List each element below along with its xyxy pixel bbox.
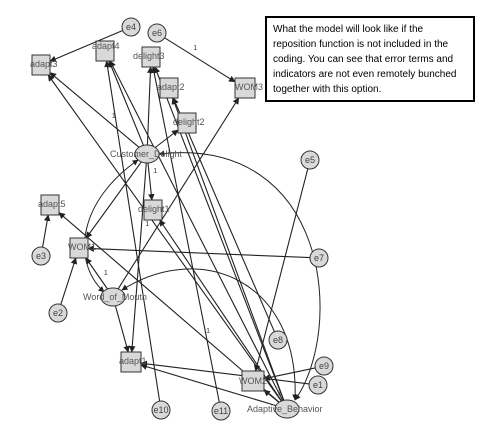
indicator-label: adapt1 <box>119 356 147 366</box>
error-term-e9 <box>314 356 334 376</box>
path-customer_delight-to-adapt1 <box>128 162 147 353</box>
error-term-e1 <box>308 375 328 395</box>
indicator-box-delight3 <box>141 46 161 68</box>
error-term-e11 <box>211 401 231 421</box>
indicator-box-delight2 <box>177 112 197 134</box>
indicator-box-adapt4 <box>95 40 115 62</box>
covariance-delight-adaptive <box>158 150 321 401</box>
path-weight-label: 1 <box>206 328 210 335</box>
path-adaptive_behavior-to-adapt2 <box>171 97 285 401</box>
error-term-label: e5 <box>305 155 315 165</box>
indicator-box-delight1 <box>143 199 163 221</box>
path-adaptive_behavior-to-adapt1 <box>140 363 277 407</box>
path-word_of_mouth-to-adapt1 <box>114 305 130 353</box>
error-term-label: e1 <box>313 380 323 390</box>
indicator-label: adapt4 <box>92 41 120 51</box>
indicator-label: delight3 <box>133 51 165 61</box>
path-e9-to-wom2 <box>263 367 316 381</box>
indicator-label: WOM3 <box>235 82 263 92</box>
indicator-label: adapt3 <box>30 59 58 69</box>
indicator-label: delight2 <box>173 117 205 127</box>
latent-word-of-mouth <box>100 287 126 307</box>
indicator-box-adapt2 <box>159 77 179 99</box>
latent-customer-delight <box>134 144 160 164</box>
path-weight-label: 1 <box>193 45 197 52</box>
error-term-label: e4 <box>126 22 136 32</box>
error-term-e8 <box>268 330 288 350</box>
path-adaptive_behavior-to-adapt4 <box>109 60 284 401</box>
indicator-label: WOM1 <box>68 242 96 252</box>
error-term-label: e6 <box>152 28 162 38</box>
error-term-label: e7 <box>314 253 324 263</box>
path-e5-to-wom2 <box>253 168 309 372</box>
error-term-e3 <box>31 246 51 266</box>
path-e3-to-adapt5 <box>42 214 51 248</box>
path-weight-label: 1 <box>145 221 149 228</box>
path-weight-label: 1 <box>278 390 282 397</box>
path-customer_delight-to-adapt3a <box>49 72 140 148</box>
path-e2-to-wom1 <box>60 257 78 305</box>
indicator-box-adapt5 <box>40 194 60 216</box>
error-term-label: e2 <box>53 308 63 318</box>
latent-label: Adaptive_Behavior <box>247 404 323 414</box>
path-e7-to-wom1 <box>87 245 311 259</box>
indicator-label: adapt2 <box>157 82 185 92</box>
error-term-e2 <box>48 303 68 323</box>
latent-adaptive-behavior <box>274 399 300 419</box>
error-term-label: e10 <box>153 405 168 415</box>
error-term-e6 <box>147 23 167 43</box>
path-adaptive_behavior-to-wom2 <box>263 389 280 403</box>
indicator-label: adapt5 <box>38 199 66 209</box>
path-e8-to-adapt2 <box>172 97 275 332</box>
path-e6-to-wom3 <box>164 37 236 83</box>
error-term-label: e3 <box>36 251 46 261</box>
error-term-e7 <box>309 248 329 268</box>
error-term-e10 <box>151 400 171 420</box>
path-labels-layer: 1 1 1 1 1 1 1 <box>104 45 282 397</box>
covariance-delight-wom <box>84 159 139 293</box>
indicator-box-wom1 <box>69 237 89 259</box>
path-adaptive_behavior-to-adapt3a <box>47 74 282 402</box>
error-term-e4 <box>121 17 141 37</box>
error-term-label: e8 <box>273 335 283 345</box>
path-e11-to-delight3 <box>150 66 220 403</box>
indicator-box-adapt1 <box>120 351 142 373</box>
indicator-label: WOM2 <box>239 376 267 386</box>
path-e4-to-adapt3a <box>49 29 123 62</box>
path-word_of_mouth-to-wom1 <box>85 257 108 290</box>
latent-label: Customer_Delight <box>110 149 183 159</box>
path-weight-label: 1 <box>104 270 108 277</box>
path-customer_delight-to-adapt4 <box>108 60 145 146</box>
path-customer_delight-to-delight1 <box>147 162 155 201</box>
edges-layer <box>42 29 316 407</box>
nodes-layer: adapt3 adapt4 delight3 adapt2 WOM3 delight2 ad… <box>30 17 334 421</box>
path-customer_delight-to-wom1 <box>85 161 142 239</box>
path-customer_delight-to-delight3 <box>146 66 154 146</box>
error-term-label: e11 <box>214 406 228 416</box>
annotation-note: What the model will look like if the rep… <box>265 16 475 102</box>
path-weight-label: 1 <box>112 113 116 120</box>
error-term-e5 <box>300 150 320 170</box>
path-weight-label: 1 <box>153 168 157 175</box>
error-term-label: e9 <box>319 361 329 371</box>
path-e10-to-adapt4 <box>104 60 161 402</box>
latent-label: Word_of_Mouth <box>83 292 147 302</box>
path-e1-to-adapt1 <box>140 360 310 385</box>
indicator-box-wom2 <box>241 370 265 392</box>
indicator-box-adapt3 <box>31 54 51 76</box>
indicator-box-wom3 <box>234 77 256 99</box>
indicator-label: delight1 <box>138 204 170 214</box>
